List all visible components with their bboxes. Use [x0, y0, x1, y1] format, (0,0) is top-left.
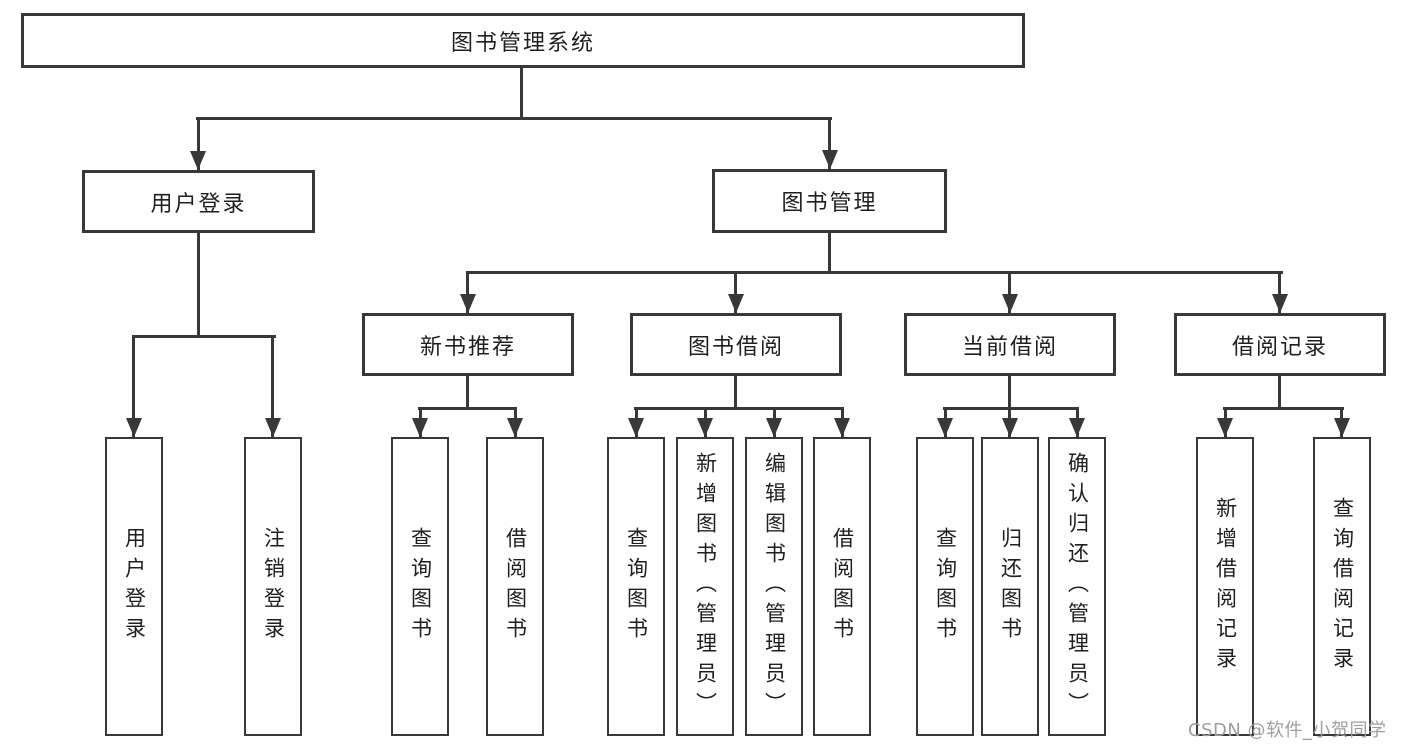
arrow-down-icon [1002, 294, 1018, 313]
connector-line [943, 407, 1079, 410]
node-leaf-query-book-1: 查询图书 [391, 437, 449, 736]
leaf-label: 查询图书 [933, 526, 958, 647]
node-leaf-query-book-3: 查询图书 [916, 437, 974, 736]
node-leaf-logout: 注销登录 [244, 437, 302, 736]
leaf-label: 编辑图书（管理员） [762, 451, 787, 722]
connector-line [634, 407, 844, 410]
node-current-borrow-label: 当前借阅 [961, 334, 1058, 360]
node-leaf-query-book-2: 查询图书 [607, 437, 665, 736]
leaf-label: 查询图书 [624, 526, 649, 647]
arrow-down-icon [628, 418, 644, 437]
node-book-borrow: 图书借阅 [630, 313, 842, 376]
leaf-label: 注销登录 [261, 526, 286, 647]
node-leaf-edit-book-admin: 编辑图书（管理员） [745, 437, 803, 736]
connector-line [1008, 374, 1011, 409]
connector-line [132, 335, 135, 437]
arrow-down-icon [1334, 418, 1350, 437]
node-book-mgmt-label: 图书管理 [781, 191, 878, 216]
node-book-borrow-label: 图书借阅 [687, 334, 784, 360]
node-leaf-user-login: 用户登录 [105, 437, 163, 736]
arrow-down-icon [1002, 418, 1018, 437]
node-borrow-record-label: 借阅记录 [1231, 334, 1328, 360]
node-leaf-borrow-book-1: 借阅图书 [486, 437, 544, 736]
connector-line [520, 68, 523, 120]
arrow-down-icon [697, 418, 713, 437]
connector-line [734, 374, 737, 409]
arrow-down-icon [1217, 418, 1233, 437]
node-leaf-add-borrow-record: 新增借阅记录 [1196, 437, 1254, 736]
arrow-down-icon [1069, 418, 1085, 437]
connector-line [828, 233, 831, 273]
arrow-down-icon [460, 294, 476, 313]
connector-line [132, 335, 276, 338]
node-current-borrow: 当前借阅 [904, 313, 1116, 376]
leaf-label: 确认归还（管理员） [1065, 451, 1090, 722]
arrow-down-icon [412, 418, 428, 437]
arrow-down-icon [834, 418, 850, 437]
leaf-label: 归还图书 [998, 526, 1023, 647]
connector-line [828, 117, 831, 169]
node-leaf-query-borrow-record: 查询借阅记录 [1313, 437, 1371, 736]
connector-line [1278, 374, 1281, 409]
node-user-login: 用户登录 [82, 170, 315, 233]
node-user-login-label: 用户登录 [150, 191, 247, 217]
connector-line [197, 117, 200, 170]
connector-line [466, 374, 469, 409]
node-root: 图书管理系统 [21, 13, 1025, 68]
arrow-down-icon [937, 418, 953, 437]
leaf-label: 借阅图书 [830, 526, 855, 647]
leaf-label: 新增图书（管理员） [693, 451, 718, 722]
arrow-down-icon [1272, 294, 1288, 313]
arrow-down-icon [507, 418, 523, 437]
arrow-down-icon [265, 418, 281, 437]
arrow-down-icon [126, 418, 142, 437]
node-new-book-rec-label: 新书推荐 [419, 334, 516, 360]
connector-line [1008, 271, 1011, 313]
connector-line [196, 117, 832, 120]
arrow-down-icon [190, 151, 206, 170]
connector-line [418, 407, 517, 410]
arrow-down-icon [822, 150, 838, 169]
leaf-label: 查询图书 [408, 526, 433, 647]
arrow-down-icon [766, 418, 782, 437]
connector-line [466, 271, 469, 313]
connector-line [1223, 407, 1344, 410]
connector-line [271, 335, 274, 437]
node-new-book-rec: 新书推荐 [362, 313, 574, 376]
csdn-watermark: CSDN @软件_小贺同学 [1188, 720, 1387, 741]
node-leaf-confirm-return-admin: 确认归还（管理员） [1048, 437, 1106, 736]
leaf-label: 新增借阅记录 [1213, 496, 1238, 677]
node-leaf-borrow-book-2: 借阅图书 [813, 437, 871, 736]
leaf-label: 借阅图书 [503, 526, 528, 647]
node-root-label: 图书管理系统 [450, 30, 595, 56]
node-leaf-return-book: 归还图书 [981, 437, 1039, 736]
arrow-down-icon [728, 294, 744, 313]
leaf-label: 用户登录 [122, 526, 147, 647]
node-borrow-record: 借阅记录 [1174, 313, 1386, 376]
connector-line [197, 233, 200, 337]
node-leaf-add-book-admin: 新增图书（管理员） [676, 437, 734, 736]
connector-line [466, 271, 1283, 274]
leaf-label: 查询借阅记录 [1330, 496, 1355, 677]
connector-line [1278, 271, 1281, 313]
connector-line [734, 271, 737, 313]
node-book-mgmt: 图书管理 [712, 169, 947, 233]
